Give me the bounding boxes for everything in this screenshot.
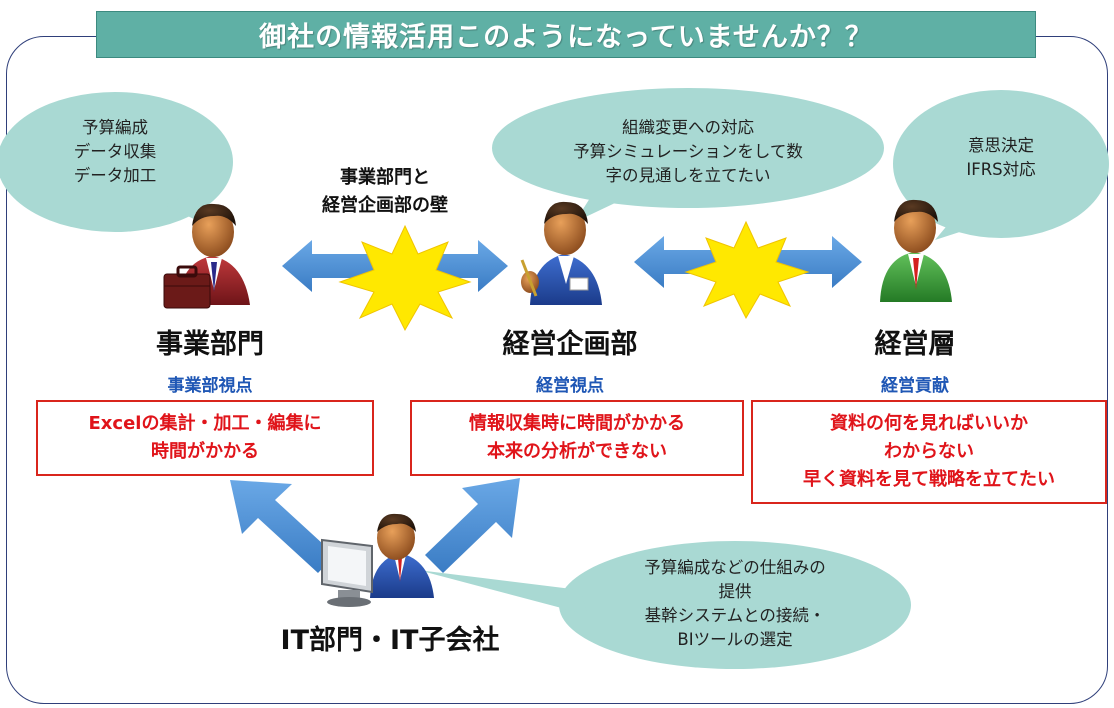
- bubble-line: 字の見通しを立てたい: [605, 166, 771, 185]
- bubble-executive: [893, 90, 1109, 240]
- viewpoint-planning: 経営視点: [536, 376, 604, 396]
- collision-burst-icon: [338, 224, 472, 332]
- bubble-executive-text: 意思決定 IFRS対応: [926, 134, 1076, 182]
- businessman-briefcase-icon: [163, 203, 250, 309]
- wall-label-line: 事業部門と: [340, 167, 430, 188]
- issue-box-executive: 資料の何を見ればいいか わからない 早く資料を見て戦略を立てたい: [751, 400, 1107, 504]
- issue-line: 本来の分析ができない: [487, 441, 667, 462]
- issue-line: 時間がかかる: [151, 441, 259, 462]
- bubble-it: [418, 541, 911, 669]
- issue-line: 早く資料を見て戦略を立てたい: [803, 469, 1055, 490]
- executive-icon: [880, 199, 952, 302]
- bubble-planning-text: 組織変更への対応 予算シミュレーションをして数 字の見通しを立てたい: [520, 116, 856, 188]
- bubble-line: 意思決定: [968, 136, 1034, 155]
- issue-box-business: Excelの集計・加工・編集に 時間がかかる: [36, 400, 374, 476]
- issue-line: 情報収集時に時間がかかる: [469, 413, 685, 434]
- bubble-line: 組織変更への対応: [622, 118, 754, 137]
- role-executive-name: 経営層: [874, 329, 956, 360]
- issue-line: わからない: [884, 441, 974, 462]
- bubble-line: 予算シミュレーションをして数: [573, 142, 803, 161]
- collision-burst-icon: [684, 220, 810, 320]
- bubble-it-text: 予算編成などの仕組みの 提供 基幹システムとの接続・ BIツールの選定: [600, 556, 870, 652]
- viewpoint-executive: 経営貢献: [881, 376, 949, 396]
- viewpoint-business: 事業部視点: [167, 376, 253, 396]
- issue-line: 資料の何を見ればいいか: [830, 413, 1028, 434]
- bubble-line: データ加工: [73, 166, 157, 185]
- planner-with-pen-icon: [520, 201, 602, 305]
- issue-line: Excelの集計・加工・編集に: [88, 413, 322, 434]
- up-arrow-icon: [230, 480, 335, 573]
- up-arrow-icon: [425, 478, 520, 573]
- role-planning-name: 経営企画部: [502, 329, 638, 360]
- bubble-line: 提供: [718, 582, 752, 601]
- bubble-line: BIツールの選定: [677, 630, 793, 649]
- bubble-line: 基幹システムとの接続・: [644, 606, 826, 625]
- bubble-line: IFRS対応: [966, 160, 1036, 179]
- wall-label-line: 経営企画部の壁: [322, 195, 448, 216]
- bubble-line: 予算編成: [82, 118, 148, 137]
- bubble-line: 予算編成などの仕組みの: [644, 558, 826, 577]
- role-business-name: 事業部門: [156, 329, 264, 360]
- bubble-business: [0, 92, 233, 232]
- issue-box-planning: 情報収集時に時間がかかる 本来の分析ができない: [410, 400, 744, 476]
- it-worker-computer-icon: [321, 513, 434, 607]
- role-it-name: IT部門・IT子会社: [280, 625, 500, 656]
- bubble-business-text: 予算編成 データ収集 データ加工: [40, 116, 190, 188]
- page-title: 御社の情報活用このようになっていませんか？？: [96, 11, 1036, 58]
- bubble-line: データ収集: [73, 142, 157, 161]
- wall-label: 事業部門と 経営企画部の壁: [290, 164, 480, 220]
